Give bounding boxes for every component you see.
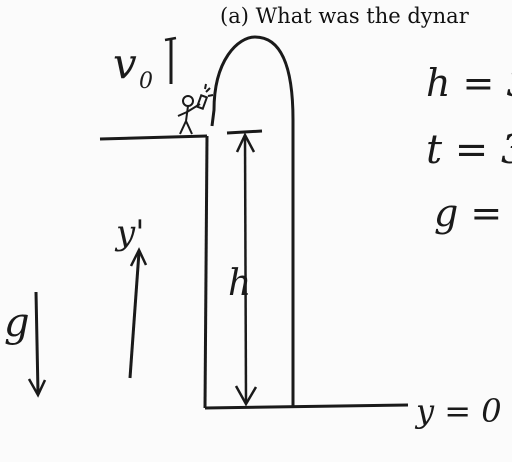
question-text: (a) What was the dynar — [220, 4, 469, 28]
thrower-figure — [177, 83, 214, 135]
trajectory-path — [210, 35, 295, 406]
v0-arrow-head — [164, 36, 177, 42]
g-equation: g = ( — [434, 191, 512, 235]
v0-subscript: 0 — [139, 69, 153, 94]
t-equation: t = 3 — [426, 127, 512, 173]
y-zero-label: y = 0 — [414, 392, 502, 430]
h-arrow-label: h — [228, 263, 251, 304]
g-arrow-shaft — [34, 291, 40, 394]
ground-line — [204, 403, 409, 410]
v0-label: v — [113, 39, 137, 88]
h-top-bar — [226, 129, 263, 135]
y-prime-arrow-shaft — [128, 251, 141, 379]
h-arrow-top-head — [235, 132, 256, 153]
y-prime-label: y' — [114, 213, 145, 253]
h-equation: h = 3 — [426, 61, 512, 105]
y-prime-arrow-head — [129, 247, 148, 267]
g-label: g — [4, 300, 30, 346]
h-arrow-bottom-head — [234, 385, 258, 407]
cliff-wall — [203, 135, 209, 409]
g-arrow-head — [27, 378, 47, 398]
cliff-ledge — [99, 134, 208, 141]
h-arrow-shaft — [243, 134, 248, 405]
